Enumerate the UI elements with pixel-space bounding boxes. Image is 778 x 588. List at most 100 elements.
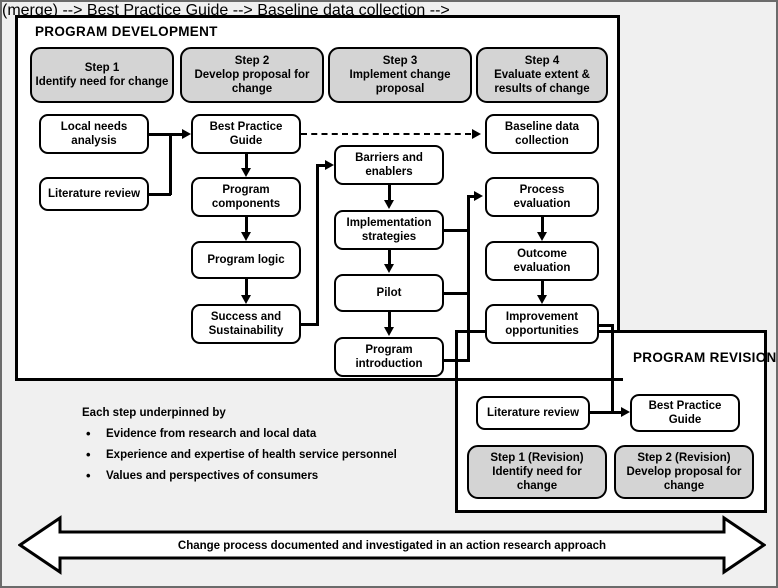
arrow-pilot-to-program-introduction bbox=[383, 327, 394, 336]
connector-col1-to-bpg bbox=[169, 133, 183, 136]
connector-process-to-outcome bbox=[541, 217, 544, 233]
connector-components-to-logic bbox=[245, 217, 248, 233]
node-local-needs-analysis-line1: Local needs bbox=[60, 120, 128, 133]
arrow-bus-to-process-evaluation bbox=[474, 191, 483, 201]
node-outcome-evaluation[interactable]: Outcome evaluation bbox=[485, 241, 599, 281]
connector-program-introduction-out-right bbox=[444, 359, 469, 362]
step-3-heading: Step 3 bbox=[382, 54, 418, 67]
node-implementation-strategies-line1: Implementation bbox=[346, 216, 432, 229]
step-1-heading: Step 1 bbox=[84, 61, 120, 74]
arrow-implementation-to-pilot bbox=[383, 264, 394, 273]
connector-pilot-out-right bbox=[444, 292, 469, 295]
revision-step-2-heading: Step 2 (Revision) bbox=[637, 451, 731, 464]
arrow-process-to-outcome-evaluation bbox=[536, 232, 547, 241]
node-local-needs-analysis-line2: analysis bbox=[71, 135, 117, 147]
node-pilot-line1: Pilot bbox=[376, 286, 402, 299]
node-revision-literature-review[interactable]: Literature review bbox=[476, 396, 590, 430]
node-program-introduction-line2: introduction bbox=[355, 358, 423, 370]
node-improvement-opportunities[interactable]: Improvement opportunities bbox=[485, 304, 599, 344]
arrow-into-revision-best-practice-guide bbox=[621, 407, 630, 417]
connector-bus-into-process-evaluation bbox=[467, 195, 475, 198]
step-1-header[interactable]: Step 1 Identify need for change bbox=[30, 47, 174, 103]
arrow-program-logic-to-success bbox=[240, 295, 251, 304]
node-barriers-and-enablers-line1: Barriers and bbox=[355, 151, 423, 164]
node-revision-literature-review-line1: Literature review bbox=[486, 406, 580, 419]
action-research-banner: Change process documented and investigat… bbox=[18, 514, 766, 576]
revision-step-2-header[interactable]: Step 2 (Revision) Develop proposal for c… bbox=[614, 445, 754, 499]
step-2-text: Develop proposal for change bbox=[194, 68, 310, 95]
node-success-sustainability[interactable]: Success and Sustainability bbox=[191, 304, 301, 344]
connector-local-needs-out bbox=[149, 133, 171, 136]
connector-barriers-to-implementation bbox=[388, 185, 391, 201]
revision-step-1-header[interactable]: Step 1 (Revision) Identify need for chan… bbox=[467, 445, 607, 499]
node-program-components-line1: Program bbox=[222, 183, 270, 196]
node-implementation-strategies[interactable]: Implementation strategies bbox=[334, 210, 444, 250]
step-4-header[interactable]: Step 4 Evaluate extent & results of chan… bbox=[476, 47, 608, 103]
connector-dashed-bpg-to-baseline bbox=[301, 133, 471, 135]
node-success-sustainability-line2: Sustainability bbox=[208, 325, 284, 337]
connector-success-up-to-barriers bbox=[316, 164, 319, 326]
node-barriers-and-enablers-line2: enablers bbox=[365, 166, 413, 178]
arrow-dashed-to-baseline-data bbox=[472, 129, 481, 139]
step-1-text: Identify need for change bbox=[35, 76, 169, 88]
node-literature-review[interactable]: Literature review bbox=[39, 177, 149, 211]
node-best-practice-guide[interactable]: Best Practice Guide bbox=[191, 114, 301, 154]
node-process-evaluation-line2: evaluation bbox=[513, 198, 571, 210]
node-revision-best-practice-guide-line2: Guide bbox=[668, 414, 702, 426]
banner-label: Change process documented and investigat… bbox=[177, 540, 607, 552]
connector-improvement-out-right bbox=[599, 324, 614, 327]
node-barriers-and-enablers[interactable]: Barriers and enablers bbox=[334, 145, 444, 185]
connector-logic-to-success bbox=[245, 279, 248, 296]
step-3-text: Implement change proposal bbox=[349, 68, 451, 95]
notes-bullet-item: Evidence from research and local data bbox=[82, 427, 397, 441]
notes-bullet-item: Values and perspectives of consumers bbox=[82, 469, 397, 483]
node-outcome-evaluation-line1: Outcome bbox=[517, 247, 567, 260]
node-program-components[interactable]: Program components bbox=[191, 177, 301, 217]
arrow-outcome-to-improvement-opportunities bbox=[536, 295, 547, 304]
connector-implementation-out-right bbox=[444, 229, 469, 232]
node-process-evaluation[interactable]: Process evaluation bbox=[485, 177, 599, 217]
revision-step-1-heading: Step 1 (Revision) bbox=[490, 451, 584, 464]
connector-into-barriers bbox=[316, 164, 326, 167]
arrow-barriers-to-implementation bbox=[383, 200, 394, 209]
node-pilot[interactable]: Pilot bbox=[334, 274, 444, 312]
step-2-heading: Step 2 bbox=[234, 54, 270, 67]
connector-outcome-to-improvement bbox=[541, 281, 544, 298]
connector-success-out bbox=[301, 323, 318, 326]
node-success-sustainability-line1: Success and bbox=[210, 310, 282, 323]
node-best-practice-guide-line1: Best Practice bbox=[209, 120, 283, 133]
notes-bullet-item: Experience and expertise of health servi… bbox=[82, 448, 397, 462]
step-2-header[interactable]: Step 2 Develop proposal for change bbox=[180, 47, 324, 103]
notes-block: Each step underpinned by Evidence from r… bbox=[82, 407, 397, 491]
node-baseline-data-collection[interactable]: Baseline data collection bbox=[485, 114, 599, 154]
revision-step-1-text: Identify need for change bbox=[492, 465, 582, 492]
node-program-logic[interactable]: Program logic bbox=[191, 241, 301, 279]
node-outcome-evaluation-line2: evaluation bbox=[513, 262, 571, 274]
node-local-needs-analysis[interactable]: Local needs analysis bbox=[39, 114, 149, 154]
connector-pilot-to-program-introduction bbox=[388, 312, 391, 328]
arrow-success-to-barriers bbox=[325, 160, 334, 170]
node-process-evaluation-line1: Process bbox=[519, 183, 565, 196]
connector-revision-literature-to-bpg bbox=[590, 411, 621, 414]
arrow-program-components-to-program-logic bbox=[240, 232, 251, 241]
connector-improvement-down bbox=[611, 324, 614, 413]
node-program-introduction[interactable]: Program introduction bbox=[334, 337, 444, 377]
revision-step-2-text: Develop proposal for change bbox=[626, 465, 742, 492]
node-literature-review-line1: Literature review bbox=[47, 187, 141, 200]
step-3-header[interactable]: Step 3 Implement change proposal bbox=[328, 47, 472, 103]
connector-bpg-to-components bbox=[245, 154, 248, 169]
double-arrow-shape bbox=[18, 515, 766, 575]
node-implementation-strategies-line2: strategies bbox=[361, 231, 417, 243]
node-revision-best-practice-guide[interactable]: Best Practice Guide bbox=[630, 394, 740, 432]
node-program-logic-line1: Program logic bbox=[207, 253, 285, 266]
node-best-practice-guide-line2: Guide bbox=[229, 135, 263, 147]
notes-heading: Each step underpinned by bbox=[82, 407, 226, 419]
arrow-bpg-to-program-components bbox=[240, 168, 251, 177]
program-development-title: PROGRAM DEVELOPMENT bbox=[35, 24, 218, 39]
connector-eval-bus-vertical bbox=[467, 195, 470, 362]
arrow-col1-to-best-practice-guide bbox=[182, 129, 191, 139]
connector-literature-review-out bbox=[149, 193, 171, 196]
node-program-introduction-line1: Program bbox=[365, 343, 413, 356]
node-program-components-line2: components bbox=[211, 198, 281, 210]
